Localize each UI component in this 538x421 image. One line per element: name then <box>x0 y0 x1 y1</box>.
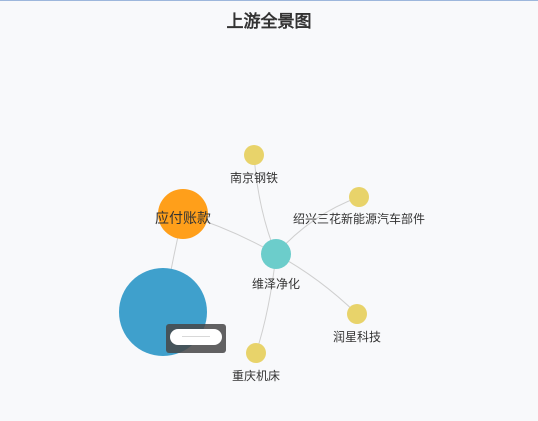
shaoxing-label: 绍兴三花新能源汽车部件 <box>293 211 425 226</box>
shaoxing-node[interactable] <box>349 187 369 207</box>
tooltip <box>166 324 226 353</box>
tooltip-content <box>170 329 222 345</box>
runxing-label: 润星科技 <box>333 330 381 344</box>
chongqing-node[interactable] <box>246 343 266 363</box>
center-label: 维泽净化 <box>252 277 300 291</box>
nanjing-node[interactable] <box>244 145 264 165</box>
page-title: 上游全景图 <box>226 12 312 32</box>
chongqing-label: 重庆机床 <box>232 369 280 383</box>
runxing-node[interactable] <box>347 304 367 324</box>
edge-center-chongqing <box>255 253 277 354</box>
nanjing-label: 南京钢铁 <box>230 170 278 185</box>
top-border <box>0 0 538 1</box>
payable-label: 应付账款 <box>155 210 211 227</box>
payable-node[interactable] <box>158 189 208 239</box>
edge-center-nanjing <box>253 154 277 255</box>
center-node[interactable] <box>261 239 291 269</box>
